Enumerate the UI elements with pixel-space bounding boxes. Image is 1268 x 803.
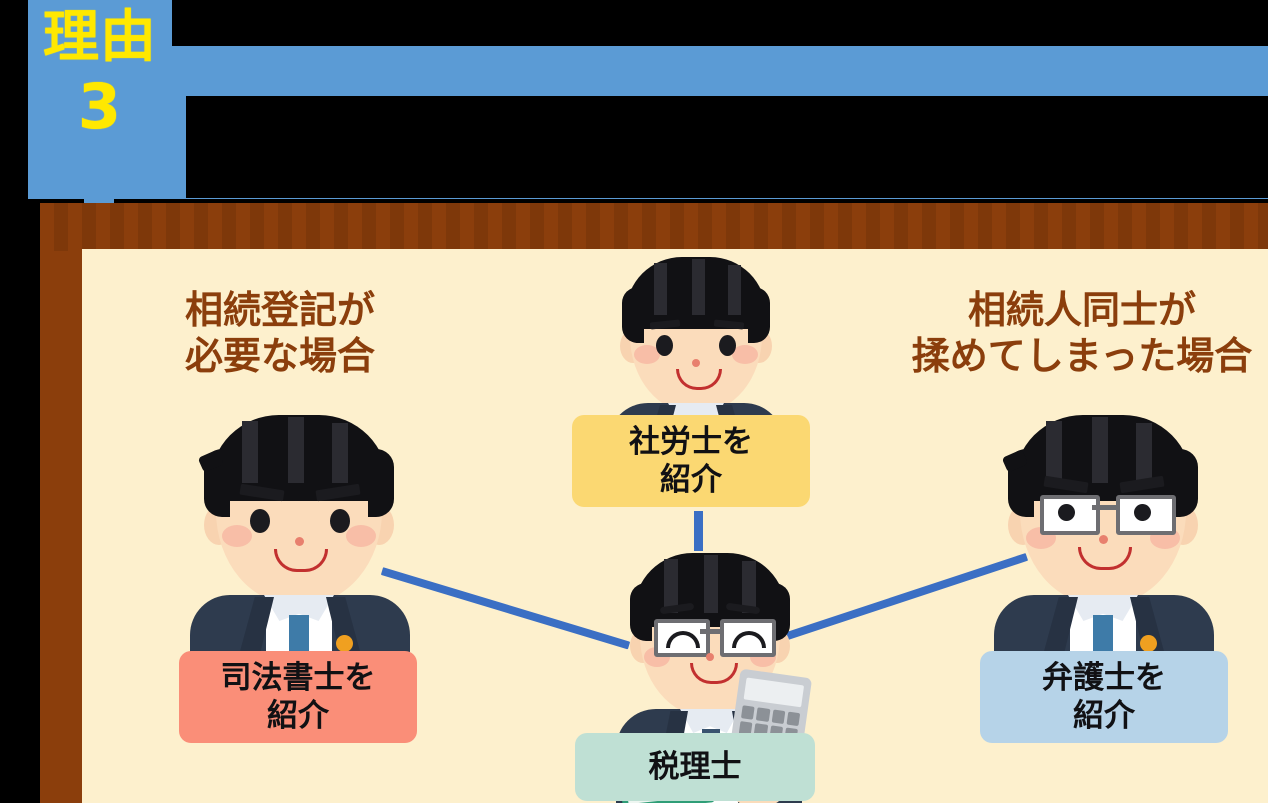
content-frame: 相続登記が 必要な場合 相続人同士が 揉めてしまった場合 (40, 203, 1268, 803)
heading-right: 相続人同士が 揉めてしまった場合 (911, 288, 1253, 378)
connector-center-to-left (380, 567, 631, 650)
callout-box-bengoshi[interactable]: 弁護士を 紹介 (980, 651, 1228, 743)
person-left (190, 409, 410, 673)
reason-badge-label: 理由 (43, 5, 157, 70)
frame-stripe-texture (40, 203, 1268, 251)
callout-label: 司法書士を 紹介 (220, 660, 376, 734)
callout-box-shakai-hoken-roumushi[interactable]: 社労士を 紹介 (572, 415, 810, 507)
header-title-redaction (186, 96, 1268, 198)
person-right (994, 409, 1214, 673)
connector-center-to-top (694, 511, 703, 551)
callout-box-zeirishi[interactable]: 税理士 (575, 733, 815, 801)
reason-badge-number: 3 (77, 70, 123, 143)
content-panel: 相続登記が 必要な場合 相続人同士が 揉めてしまった場合 (82, 249, 1268, 803)
reason-badge: 理由 3 (28, 0, 172, 199)
heading-left: 相続登記が 必要な場合 (184, 288, 375, 378)
lapel-badge-icon (1140, 635, 1157, 652)
callout-label: 税理士 (648, 749, 742, 785)
lapel-badge-icon (336, 635, 353, 652)
callout-box-shihoshoshi[interactable]: 司法書士を 紹介 (179, 651, 417, 743)
callout-label: 社労士を 紹介 (629, 424, 753, 498)
callout-label: 弁護士を 紹介 (1042, 660, 1166, 734)
